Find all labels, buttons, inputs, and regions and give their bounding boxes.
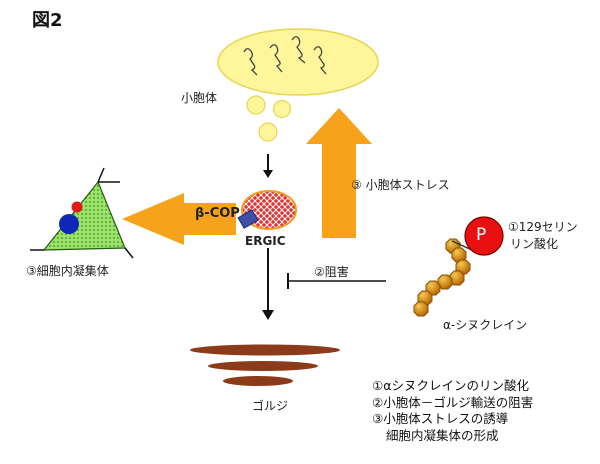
stress-arrow [306,108,372,238]
ergic-label: ERGIC [245,234,286,248]
beta-cop-block [237,209,259,229]
legend-item: ②小胞体－ゴルジ輸送の阻害 [372,394,534,410]
beta-cop-label: β-COP [195,206,240,221]
alpha-syn-beads [413,238,471,317]
alpha-syn-label: α-シヌクレイン [443,318,528,332]
vesicles-label: 小胞体 [181,91,218,105]
golgi-label: ゴルジ [252,399,289,413]
aggregate-label: ③細胞内凝集体 [26,264,109,278]
phospho-label-1: ①129セリン [508,220,578,234]
p-marker-label: P [476,225,487,245]
legend-item: ③小胞体ストレスの誘導 [372,411,509,426]
vesicles [246,95,292,142]
figure-label: 図2 [32,10,63,31]
er-ellipse [217,28,379,96]
inhibition-label: ②阻害 [314,265,349,279]
stress-label: ③ 小胞体ストレス [351,178,450,192]
p-circle [464,216,504,256]
golgi-stacks [190,344,340,386]
legend-item: 細胞内凝集体の形成 [386,427,499,443]
legend: ①αシヌクレインのリン酸化 ②小胞体－ゴルジ輸送の阻害 ③小胞体ストレスの誘導 … [372,378,533,444]
phospho-label-2: リン酸化 [510,237,559,251]
cell-body [42,180,126,251]
aggregate-arrow [122,193,236,245]
protein-squiggles [243,36,327,76]
legend-item: ①αシヌクレインのリン酸化 [372,378,529,393]
